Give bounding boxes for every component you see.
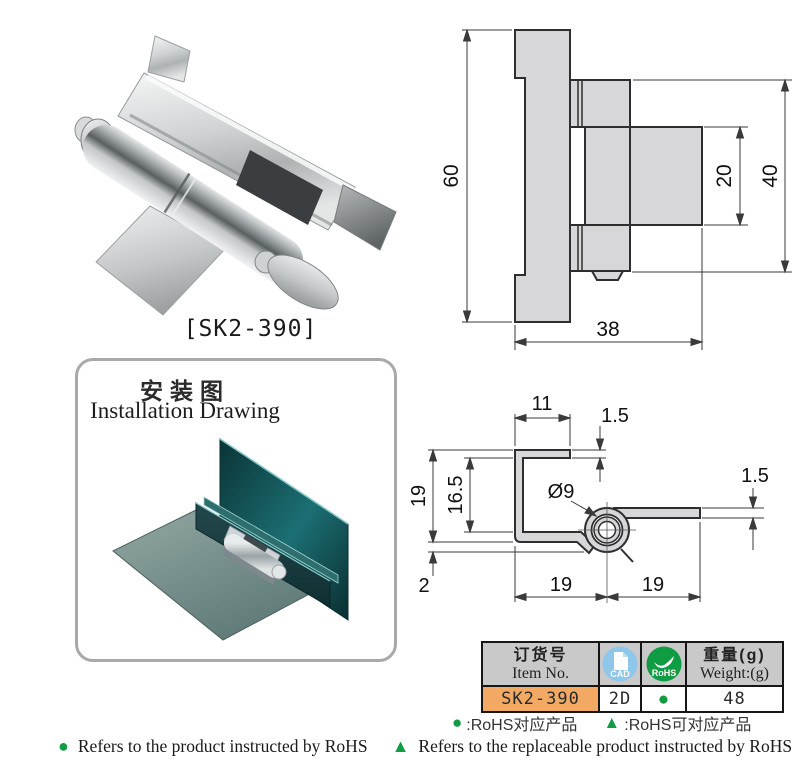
side-pin-tip: [590, 270, 625, 281]
photo-top-tab: [147, 35, 191, 83]
section-frame-profile: [514, 449, 597, 555]
photo-cutout: [236, 150, 323, 225]
product-photo: [74, 35, 397, 316]
installation-title-en: Installation Drawing: [90, 398, 280, 423]
footnote-triangle-text: Refers to the replaceable product instru…: [418, 736, 793, 756]
legend-triangle-label: :RoHS可对应产品: [624, 717, 752, 734]
dim-sec-leg-right: 19: [642, 574, 664, 596]
header-weight: 重量(g) Weight:(g): [685, 643, 782, 685]
rohs-legend: ● :RoHS对应产品 ▲ :RoHS可对应产品: [452, 711, 751, 735]
side-middle-leaf: [584, 126, 631, 226]
footnote-dot-icon: ●: [58, 736, 69, 756]
dim-side-width: 38: [596, 318, 619, 341]
dim-sec-right-thickness: 1.5: [741, 465, 769, 487]
cad-icon: CAD: [602, 646, 638, 682]
section-view-drawing: 11 1.5 Ø9 1.5 19 16.5 2 19 19: [408, 393, 769, 603]
install-hinge: [223, 525, 287, 585]
dim-sec-diameter: Ø9: [548, 481, 575, 503]
installation-illustration: [112, 438, 349, 641]
side-lower-leaf: [569, 224, 631, 272]
side-mounting-plate: [514, 29, 571, 323]
section-right-leaf: [613, 507, 701, 519]
rohs-icon: RoHS: [646, 646, 681, 682]
cell-weight: 48: [685, 685, 782, 711]
header-item-en: Item No.: [512, 664, 569, 682]
footnote-dot-text: Refers to the product instructed by RoHS: [77, 736, 368, 756]
legend-dot-icon: ●: [452, 713, 463, 732]
header-rohs: RoHS: [640, 643, 685, 685]
dim-side-height: 60: [440, 164, 463, 187]
legend-triangle-icon: ▲: [603, 713, 621, 732]
dim-sec-bottom-offset: 2: [418, 575, 429, 597]
svg-text:RoHS: RoHS: [651, 668, 676, 678]
dim-sec-inner-height: 16.5: [445, 476, 467, 515]
dim-sec-top-width: 11: [532, 393, 553, 415]
installation-box: 安装图 Installation Drawing: [75, 358, 397, 662]
side-view-drawing: 60 20 40 38: [440, 28, 792, 350]
install-glass-edge: [203, 496, 339, 584]
dim-sec-top-thickness: 1.5: [601, 405, 629, 427]
rohs-dot-icon: ●: [657, 688, 670, 710]
side-door-block: [629, 126, 703, 226]
header-cad: CAD: [598, 643, 640, 685]
header-weight-zh: 重量(g): [703, 646, 766, 664]
legend-dot-label: :RoHS对应产品: [466, 717, 578, 734]
model-label: [SK2-390]: [183, 316, 318, 342]
rohs-footnote: ● Refers to the product instructed by Ro…: [58, 736, 798, 757]
cell-item-no: SK2-390: [483, 685, 598, 711]
dim-sec-leg-left: 19: [550, 574, 572, 596]
spec-table: 订货号 Item No. CAD RoHS 重量(g) Weight:(g) S…: [481, 641, 784, 713]
dim-side-span: 40: [759, 164, 782, 187]
photo-right-flap: [333, 184, 397, 251]
section-knuckle: [578, 502, 636, 603]
cell-cad: 2D: [598, 685, 640, 711]
photo-pin-end: [267, 254, 339, 310]
cell-rohs: ●: [640, 685, 685, 711]
dim-side-block: 20: [713, 164, 736, 187]
header-weight-en: Weight:(g): [700, 664, 769, 682]
header-item-no: 订货号 Item No.: [483, 643, 598, 685]
side-upper-leaf: [569, 79, 631, 128]
photo-barrel: [83, 125, 303, 283]
footnote-triangle-icon: ▲: [391, 736, 410, 756]
installation-title-zh: 安装图: [140, 378, 230, 404]
svg-text:CAD: CAD: [610, 669, 630, 679]
header-item-zh: 订货号: [513, 646, 568, 664]
dim-sec-left-height: 19: [408, 485, 430, 507]
